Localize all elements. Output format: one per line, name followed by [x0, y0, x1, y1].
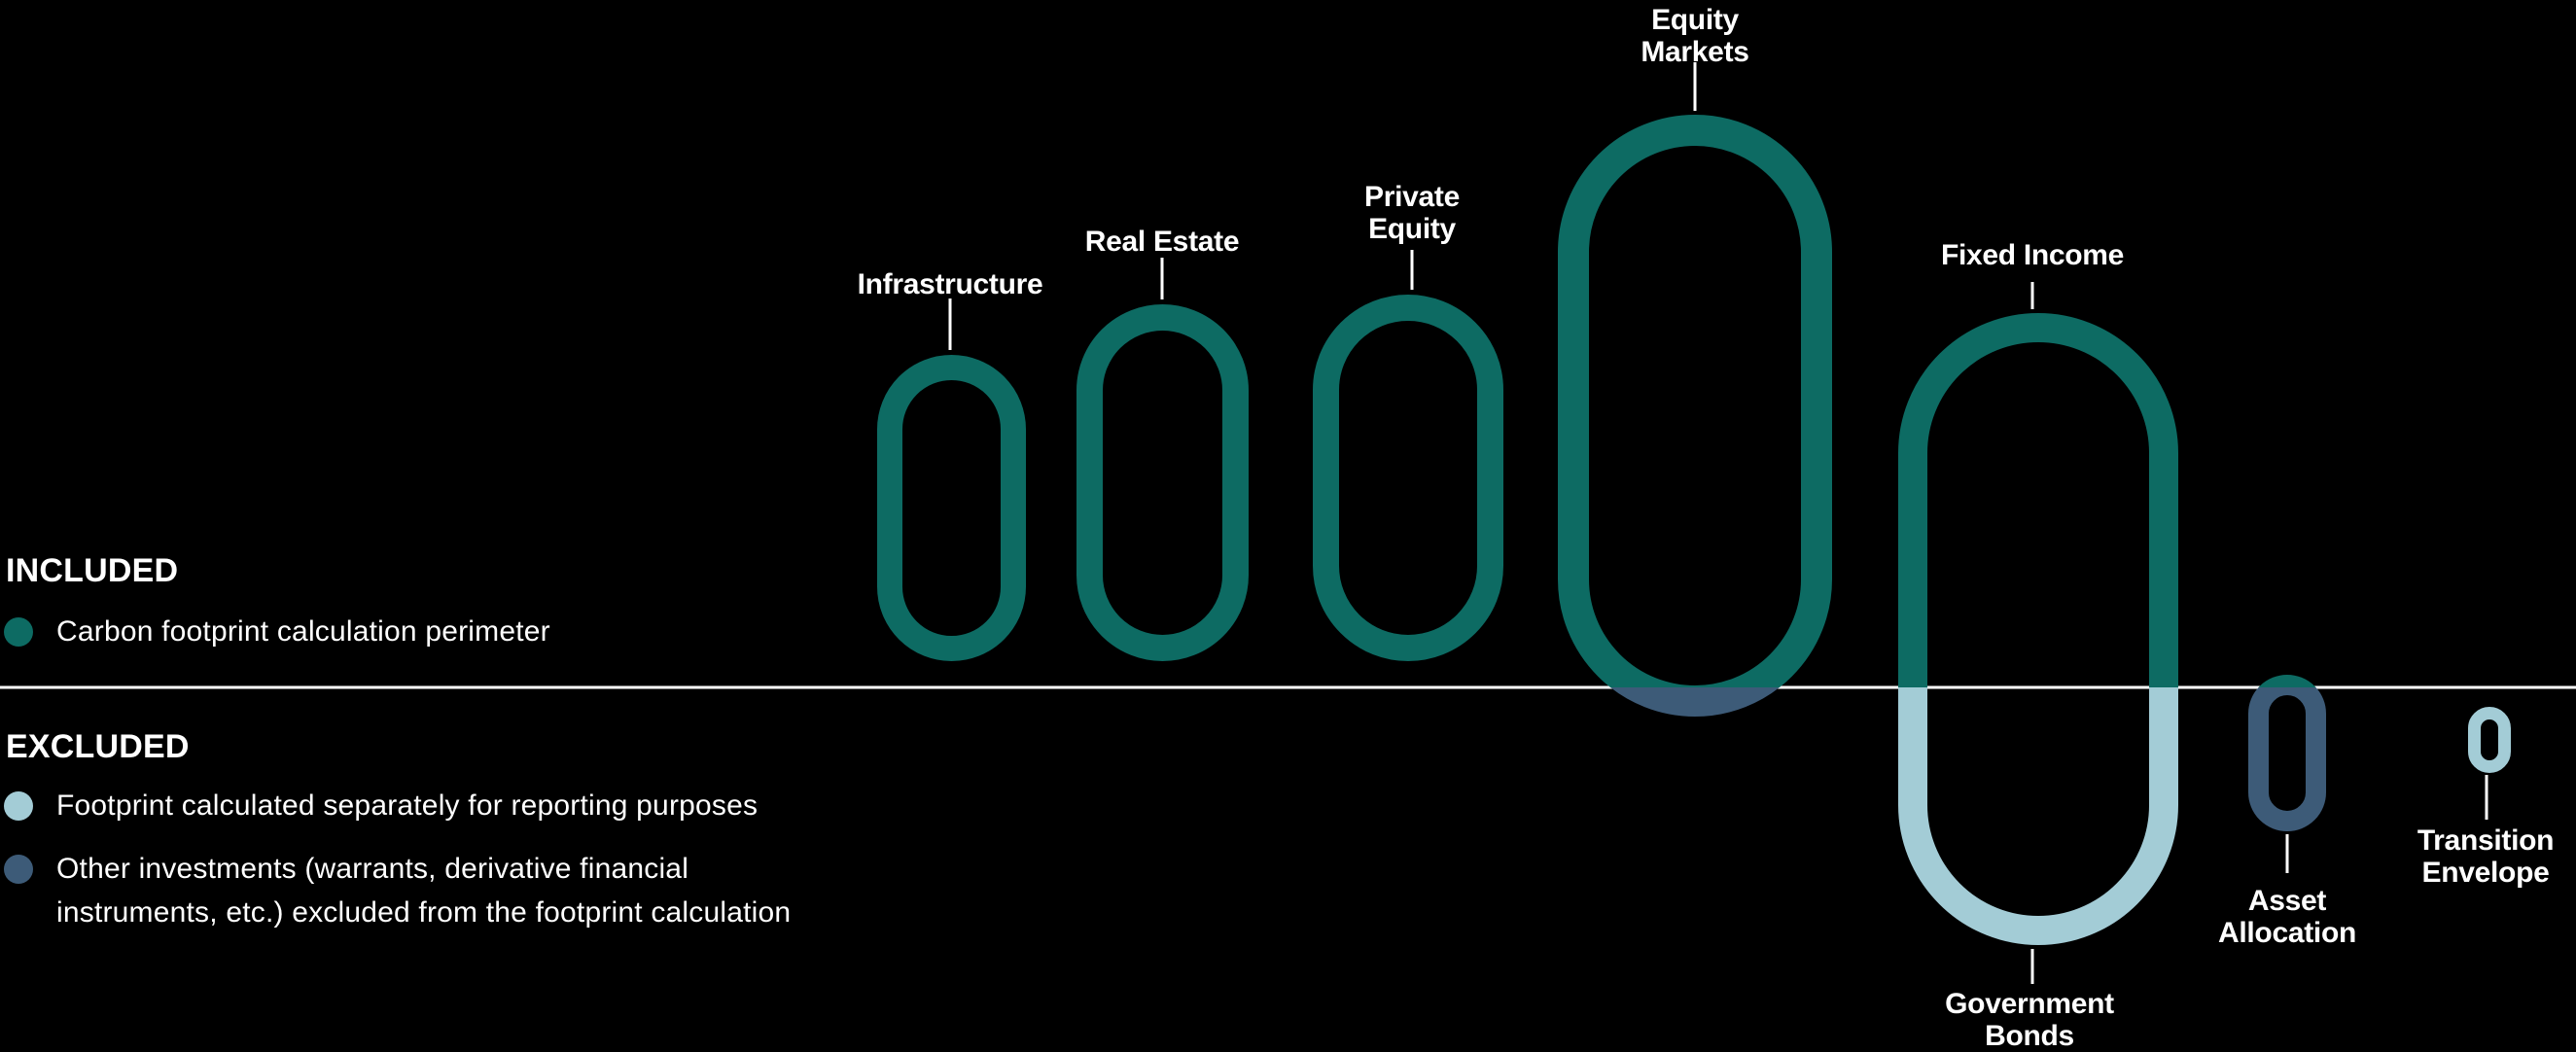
asset-allocation-pill-excluded-segment [2248, 687, 2326, 831]
fixed-income-pill-included-segment [1898, 313, 2178, 687]
real-estate-pill [1076, 304, 1249, 661]
light-blue-dot-icon [4, 791, 33, 821]
legend-item-other-investments: Other investments (warrants, derivative … [4, 847, 791, 934]
private-equity-label: Private Equity [1364, 181, 1460, 245]
asset-allocation-label: Asset Allocation [2217, 885, 2356, 949]
legend-item-label: Footprint calculated separately for repo… [56, 789, 759, 822]
real-estate-label: Real Estate [1084, 226, 1240, 258]
equity-markets-pill [1558, 115, 1832, 717]
transition-envelope-label: Transition Envelope [2417, 824, 2555, 889]
equity-markets-pill-included-segment [1558, 115, 1832, 687]
legend-item-carbon-perimeter: Carbon footprint calculation perimeter [4, 610, 550, 653]
transition-envelope-pill [2468, 707, 2511, 773]
private-equity-pill [1313, 295, 1503, 661]
legend-item-label: Other investments (warrants, derivative … [56, 853, 792, 929]
equity-markets-label: Equity Markets [1641, 4, 1749, 68]
government-bonds-pill-excluded-segment [1898, 687, 2178, 945]
legend-item-footprint-separate: Footprint calculated separately for repo… [4, 784, 758, 827]
dark-blue-dot-icon [4, 855, 33, 884]
excluded-heading: EXCLUDED [6, 728, 190, 765]
teal-dot-icon [4, 617, 33, 647]
government-bonds-label: Government Bonds [1945, 988, 2114, 1052]
fixed-income-label: Fixed Income [1940, 239, 2125, 271]
infrastructure-pill [877, 355, 1026, 661]
infrastructure-label: Infrastructure [857, 268, 1043, 300]
asset-allocation-pill-included-segment [2258, 675, 2316, 687]
legend-item-label: Carbon footprint calculation perimeter [56, 615, 550, 648]
asset-allocation-pill [2248, 675, 2326, 831]
included-heading: INCLUDED [6, 552, 179, 589]
equity-markets-pill-excluded-segment [1610, 687, 1780, 717]
fixed-income-government-bonds-pill [1898, 313, 2178, 945]
